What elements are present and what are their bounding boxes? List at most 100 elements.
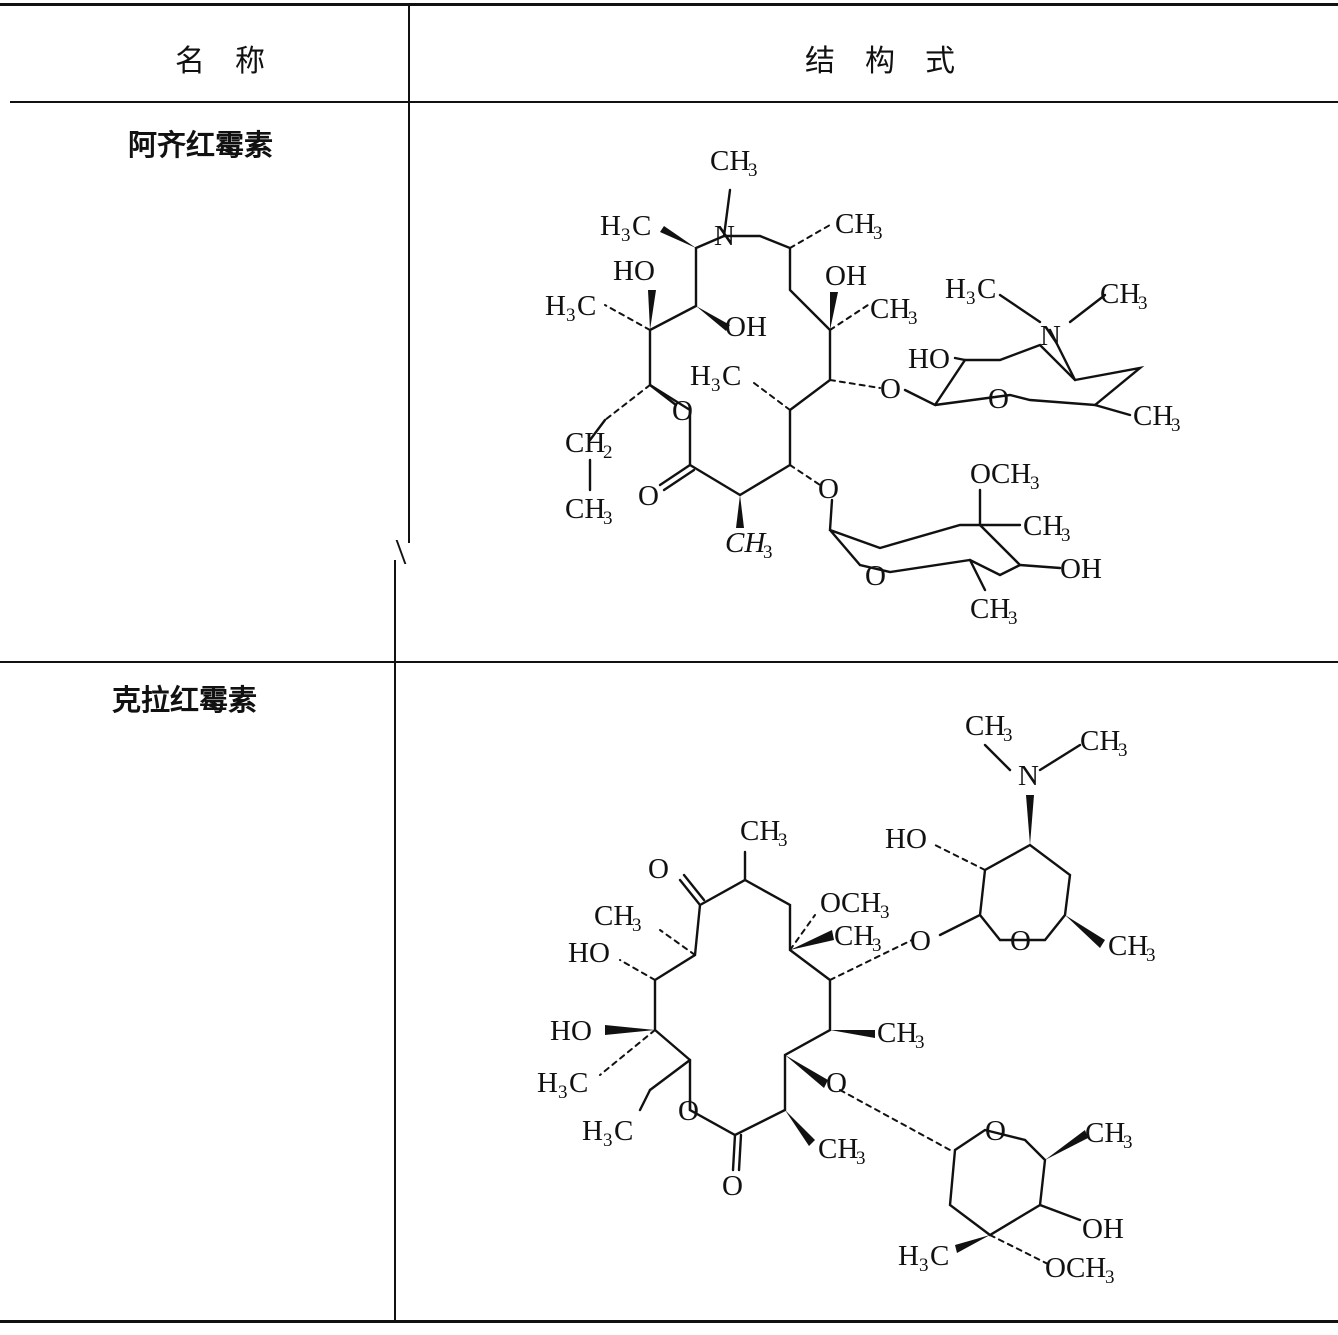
svg-text:C: C bbox=[614, 1115, 633, 1147]
label: O bbox=[722, 1170, 743, 1202]
drug-name-azithromycin: 阿齐红霉素 bbox=[128, 128, 274, 162]
svg-text:3: 3 bbox=[566, 305, 576, 326]
svg-text:3: 3 bbox=[856, 1148, 866, 1169]
drug-name-clarithromycin: 克拉红霉素 bbox=[112, 683, 258, 717]
label: H bbox=[690, 360, 711, 392]
header-structure: 结 构 式 bbox=[805, 44, 955, 79]
svg-text:2: 2 bbox=[603, 442, 613, 463]
label: O bbox=[672, 395, 693, 427]
label: CH bbox=[970, 593, 1010, 625]
table-top-rule bbox=[0, 3, 1338, 6]
header-name: 名 称 bbox=[175, 44, 265, 79]
svg-text:3: 3 bbox=[1138, 293, 1148, 314]
label: CH bbox=[834, 920, 874, 952]
label: CH bbox=[565, 493, 605, 525]
label: H bbox=[898, 1240, 919, 1272]
label: CH bbox=[1100, 278, 1140, 310]
label: OH bbox=[1082, 1213, 1124, 1245]
label: O bbox=[985, 1115, 1006, 1147]
svg-text:3: 3 bbox=[908, 308, 918, 329]
label: HO bbox=[568, 937, 610, 969]
label: O bbox=[910, 925, 931, 957]
label: O bbox=[880, 373, 901, 405]
label: OCH bbox=[1045, 1252, 1106, 1284]
label: N bbox=[1040, 320, 1061, 352]
label: N bbox=[1018, 760, 1039, 792]
svg-text:C: C bbox=[632, 210, 651, 242]
svg-text:3: 3 bbox=[966, 288, 976, 309]
label: O bbox=[1010, 925, 1031, 957]
label: OCH bbox=[970, 458, 1031, 490]
svg-text:3: 3 bbox=[621, 225, 631, 246]
label: CH bbox=[965, 710, 1005, 742]
svg-text:C: C bbox=[577, 290, 596, 322]
svg-text:3: 3 bbox=[1123, 1132, 1133, 1153]
label: OH bbox=[725, 311, 767, 343]
svg-text:3: 3 bbox=[603, 1130, 613, 1151]
label: H bbox=[537, 1067, 558, 1099]
svg-text:3: 3 bbox=[558, 1082, 568, 1103]
label: CH bbox=[1133, 400, 1173, 432]
label: HO bbox=[550, 1015, 592, 1047]
label: CH bbox=[1108, 930, 1148, 962]
svg-text:3: 3 bbox=[1105, 1267, 1115, 1288]
svg-text:3: 3 bbox=[873, 223, 883, 244]
svg-text:3: 3 bbox=[1030, 473, 1040, 494]
svg-text:3: 3 bbox=[919, 1255, 929, 1276]
svg-text:3: 3 bbox=[1171, 415, 1181, 436]
svg-text:3: 3 bbox=[711, 375, 721, 396]
label: H bbox=[945, 273, 966, 305]
label: H bbox=[600, 210, 621, 242]
label: O bbox=[648, 853, 669, 885]
svg-text:C: C bbox=[930, 1240, 949, 1272]
svg-text:3: 3 bbox=[1061, 525, 1071, 546]
svg-text:C: C bbox=[977, 273, 996, 305]
label: O bbox=[865, 560, 886, 592]
svg-text:3: 3 bbox=[1003, 725, 1013, 746]
label: CH bbox=[835, 208, 875, 240]
label: CH bbox=[1085, 1117, 1125, 1149]
svg-text:3: 3 bbox=[632, 915, 642, 936]
svg-text:3: 3 bbox=[872, 935, 882, 956]
label: HO bbox=[908, 343, 950, 375]
label: CH bbox=[1023, 510, 1063, 542]
label: O bbox=[678, 1095, 699, 1127]
svg-text:3: 3 bbox=[880, 902, 890, 923]
label: O bbox=[638, 480, 659, 512]
svg-text:3: 3 bbox=[1008, 608, 1018, 629]
svg-text:3: 3 bbox=[1146, 945, 1156, 966]
label: O bbox=[818, 473, 839, 505]
label: HO bbox=[885, 823, 927, 855]
column-divider-upper bbox=[408, 3, 410, 543]
label: CH bbox=[818, 1133, 858, 1165]
label: H bbox=[545, 290, 566, 322]
svg-text:C: C bbox=[722, 360, 741, 392]
label: CH bbox=[565, 427, 605, 459]
svg-text:3: 3 bbox=[778, 830, 788, 851]
label: CH bbox=[870, 293, 910, 325]
label: CH bbox=[725, 527, 767, 559]
label: HO bbox=[613, 255, 655, 287]
label: OCH bbox=[820, 887, 881, 919]
svg-text:3: 3 bbox=[748, 160, 758, 181]
label: H bbox=[582, 1115, 603, 1147]
label: OH bbox=[1060, 553, 1102, 585]
header-bottom-rule bbox=[10, 101, 1338, 103]
svg-text:C: C bbox=[569, 1067, 588, 1099]
svg-text:3: 3 bbox=[603, 508, 613, 529]
label: CH bbox=[877, 1017, 917, 1049]
svg-text:3: 3 bbox=[1118, 740, 1128, 761]
label: CH bbox=[594, 900, 634, 932]
row-divider-rule bbox=[0, 661, 1338, 663]
svg-text:3: 3 bbox=[763, 542, 773, 563]
label: N bbox=[714, 220, 735, 252]
label: CH bbox=[1080, 725, 1120, 757]
label: O bbox=[988, 383, 1009, 415]
label: CH bbox=[740, 815, 780, 847]
label: CH bbox=[710, 145, 750, 177]
label: OH bbox=[825, 260, 867, 292]
